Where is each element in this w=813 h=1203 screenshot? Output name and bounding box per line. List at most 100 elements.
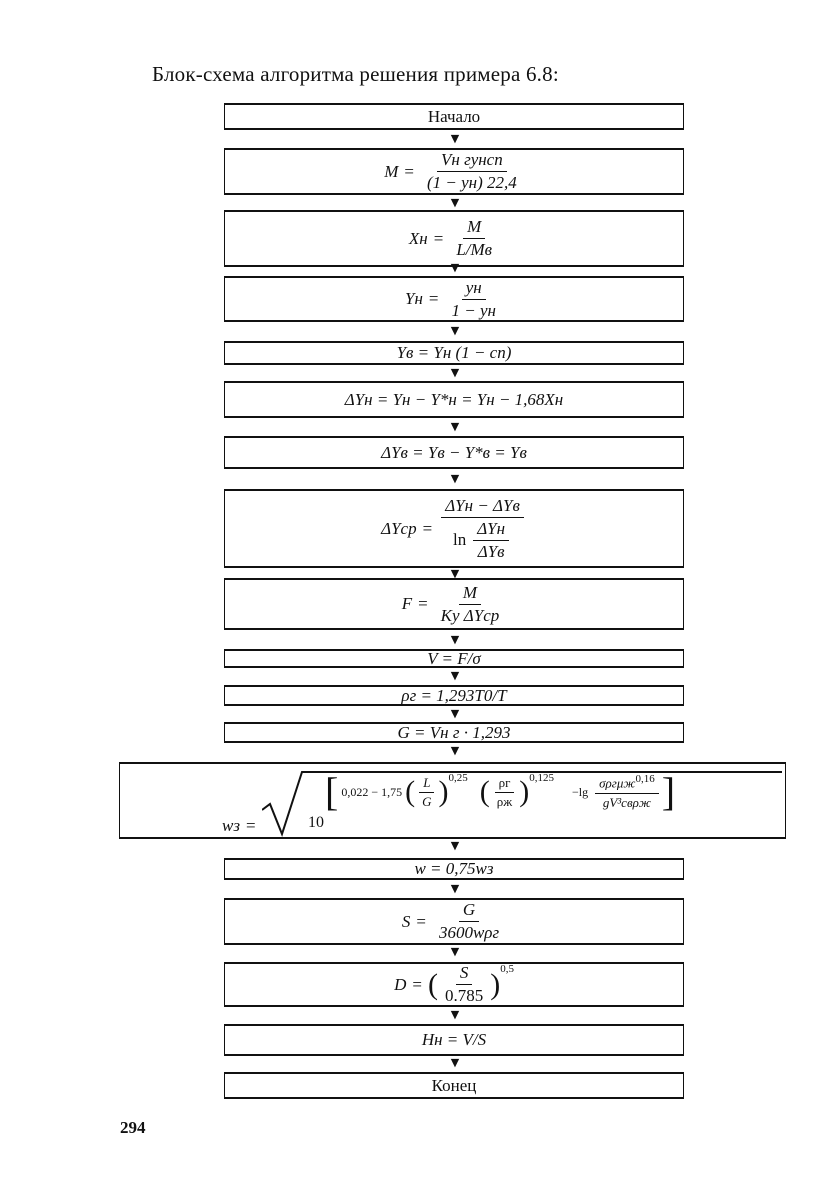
equals-sign: =: [416, 911, 426, 931]
block-h: Hн = V/S: [224, 1024, 684, 1056]
equals-sign: =: [428, 289, 439, 308]
formula-w: w = 0,75wз: [414, 859, 494, 878]
formula-s: S = G 3600wρг: [402, 900, 506, 943]
fraction: G 3600wρг: [435, 900, 503, 943]
lg-exponent: 0,16: [635, 773, 655, 786]
flow-arrow: ▼: [450, 882, 460, 895]
denominator: 1 − yн: [451, 300, 496, 320]
numerator: M: [463, 217, 486, 239]
block-delta-yn: ΔYн = Yн − Y*н = Yн − 1,68Xн: [224, 381, 684, 418]
paren: ): [490, 967, 501, 1001]
denominator: 3600wρг: [438, 923, 500, 942]
left-bracket: [: [325, 769, 339, 814]
formula-f: F = M Ky ΔYср: [402, 583, 507, 626]
flow-arrow: ▼: [450, 707, 460, 720]
end-label: Конец: [431, 1075, 477, 1095]
equals-sign: =: [404, 161, 414, 181]
block-s: S = G 3600wρг: [224, 898, 684, 945]
fraction: M Ky ΔYср: [437, 583, 504, 626]
fraction: S 0.785: [441, 963, 487, 1006]
formula-delta-yn: ΔYн = Yн − Y*н = Yн − 1,68Xн: [344, 389, 564, 409]
denominator: (1 − yн) 22,4: [426, 173, 517, 192]
paren: (: [405, 775, 416, 808]
flow-arrow: ▼: [450, 261, 460, 274]
numerator: Vн гyнcп: [437, 150, 507, 172]
fraction: ΔYн − ΔYв ln ΔYн ΔYв: [441, 496, 524, 562]
formula-g: G = Vн г · 1,293: [397, 722, 511, 742]
flow-arrow: ▼: [450, 420, 460, 433]
page-heading: Блок-схема алгоритма решения примера 6.8…: [152, 62, 559, 86]
block-yv: Yв = Yн (1 − cп): [224, 341, 684, 365]
block-d: D = ( S 0.785 ) 0,5: [224, 962, 684, 1007]
start-label: Начало: [427, 106, 481, 126]
block-f: F = M Ky ΔYср: [224, 578, 684, 630]
block-w3: wз = 10 [ 0,022 − 1,75 ( L G ) 0,25 ( ρг…: [119, 762, 786, 839]
formula-yv: Yв = Yн (1 − cп): [396, 343, 512, 362]
numerator: S: [455, 963, 473, 985]
numerator: L: [419, 775, 435, 793]
formula-yn: Yн = yн 1 − yн: [405, 278, 503, 321]
block-delta-yv: ΔYв = Yв − Y*в = Yв: [224, 436, 684, 469]
numerator: G: [458, 900, 480, 922]
block-m: M = Vн гyнcп (1 − yн) 22,4: [224, 148, 684, 195]
flow-arrow: ▼: [450, 633, 460, 646]
lhs: D: [394, 974, 407, 994]
lhs: Yн: [405, 289, 423, 308]
numerator: yн: [461, 278, 486, 300]
lhs: wз: [222, 816, 240, 835]
lhs: M: [384, 161, 399, 181]
exponent: 0,125: [529, 772, 554, 784]
denominator: ln ΔYн ΔYв: [449, 518, 516, 562]
flow-arrow: ▼: [450, 744, 460, 757]
numerator: σρгμж0,16: [595, 773, 659, 794]
equals-sign: =: [412, 974, 422, 994]
block-g: G = Vн г · 1,293: [224, 722, 684, 743]
inner-fraction: ΔYн ΔYв: [473, 519, 510, 562]
flow-arrow: ▼: [450, 1056, 460, 1069]
flow-arrow: ▼: [450, 839, 460, 852]
lg-numerator: σρгμж: [599, 775, 636, 791]
lg-label: −lg: [571, 784, 589, 799]
flow-arrow: ▼: [450, 196, 460, 209]
flow-arrow: ▼: [450, 1008, 460, 1021]
numerator: ρг: [494, 775, 515, 793]
inner-denominator: ΔYв: [477, 541, 505, 561]
fraction: ρг ρж: [493, 775, 516, 810]
flow-arrow: ▼: [450, 132, 460, 145]
denominator: Ky ΔYср: [440, 605, 500, 625]
fraction: Vн гyнcп (1 − yн) 22,4: [423, 150, 521, 193]
constant-term: 0,022 − 1,75: [341, 784, 403, 799]
numerator: M: [458, 583, 482, 605]
numerator: ΔYн − ΔYв: [441, 496, 524, 518]
paren: ): [438, 775, 449, 808]
fraction: yн 1 − yн: [448, 278, 500, 321]
fraction: M L/Mв: [452, 217, 496, 260]
denominator: 0.785: [444, 986, 484, 1005]
formula-delta-yv: ΔYв = Yв − Y*в = Yв: [381, 442, 527, 462]
exponent-group: [ 0,022 − 1,75 ( L G ) 0,25 ( ρг ρж ) 0,…: [325, 772, 675, 812]
exponent: 0,5: [500, 963, 514, 975]
start-block: Начало: [224, 103, 684, 130]
denominator: ρж: [496, 793, 513, 809]
flow-arrow: ▼: [450, 324, 460, 337]
fraction: σρгμж0,16 gV³свρж: [595, 773, 659, 810]
formula-d: D = ( S 0.785 ) 0,5: [394, 963, 514, 1006]
formula-xn: Xн = M L/Mв: [409, 217, 499, 260]
equals-sign: =: [422, 518, 433, 538]
flow-arrow: ▼: [450, 669, 460, 682]
lhs: ΔYср: [381, 518, 417, 538]
lhs: S: [401, 911, 411, 931]
denominator: gV³свρж: [602, 794, 651, 810]
block-xn: Xн = M L/Mв: [224, 210, 684, 267]
formula-rho: ρг = 1,293T0/T: [401, 685, 507, 705]
block-delta-ysr: ΔYср = ΔYн − ΔYв ln ΔYн ΔYв: [224, 489, 684, 568]
denominator: G: [422, 793, 432, 809]
end-block: Конец: [224, 1072, 684, 1099]
inner-numerator: ΔYн: [473, 519, 510, 541]
ln-label: ln: [452, 530, 467, 549]
page-number: 294: [120, 1118, 146, 1137]
paren: (: [479, 775, 490, 808]
equals-sign: =: [418, 594, 428, 613]
block-w: w = 0,75wз: [224, 858, 684, 880]
paren: ): [519, 775, 530, 808]
